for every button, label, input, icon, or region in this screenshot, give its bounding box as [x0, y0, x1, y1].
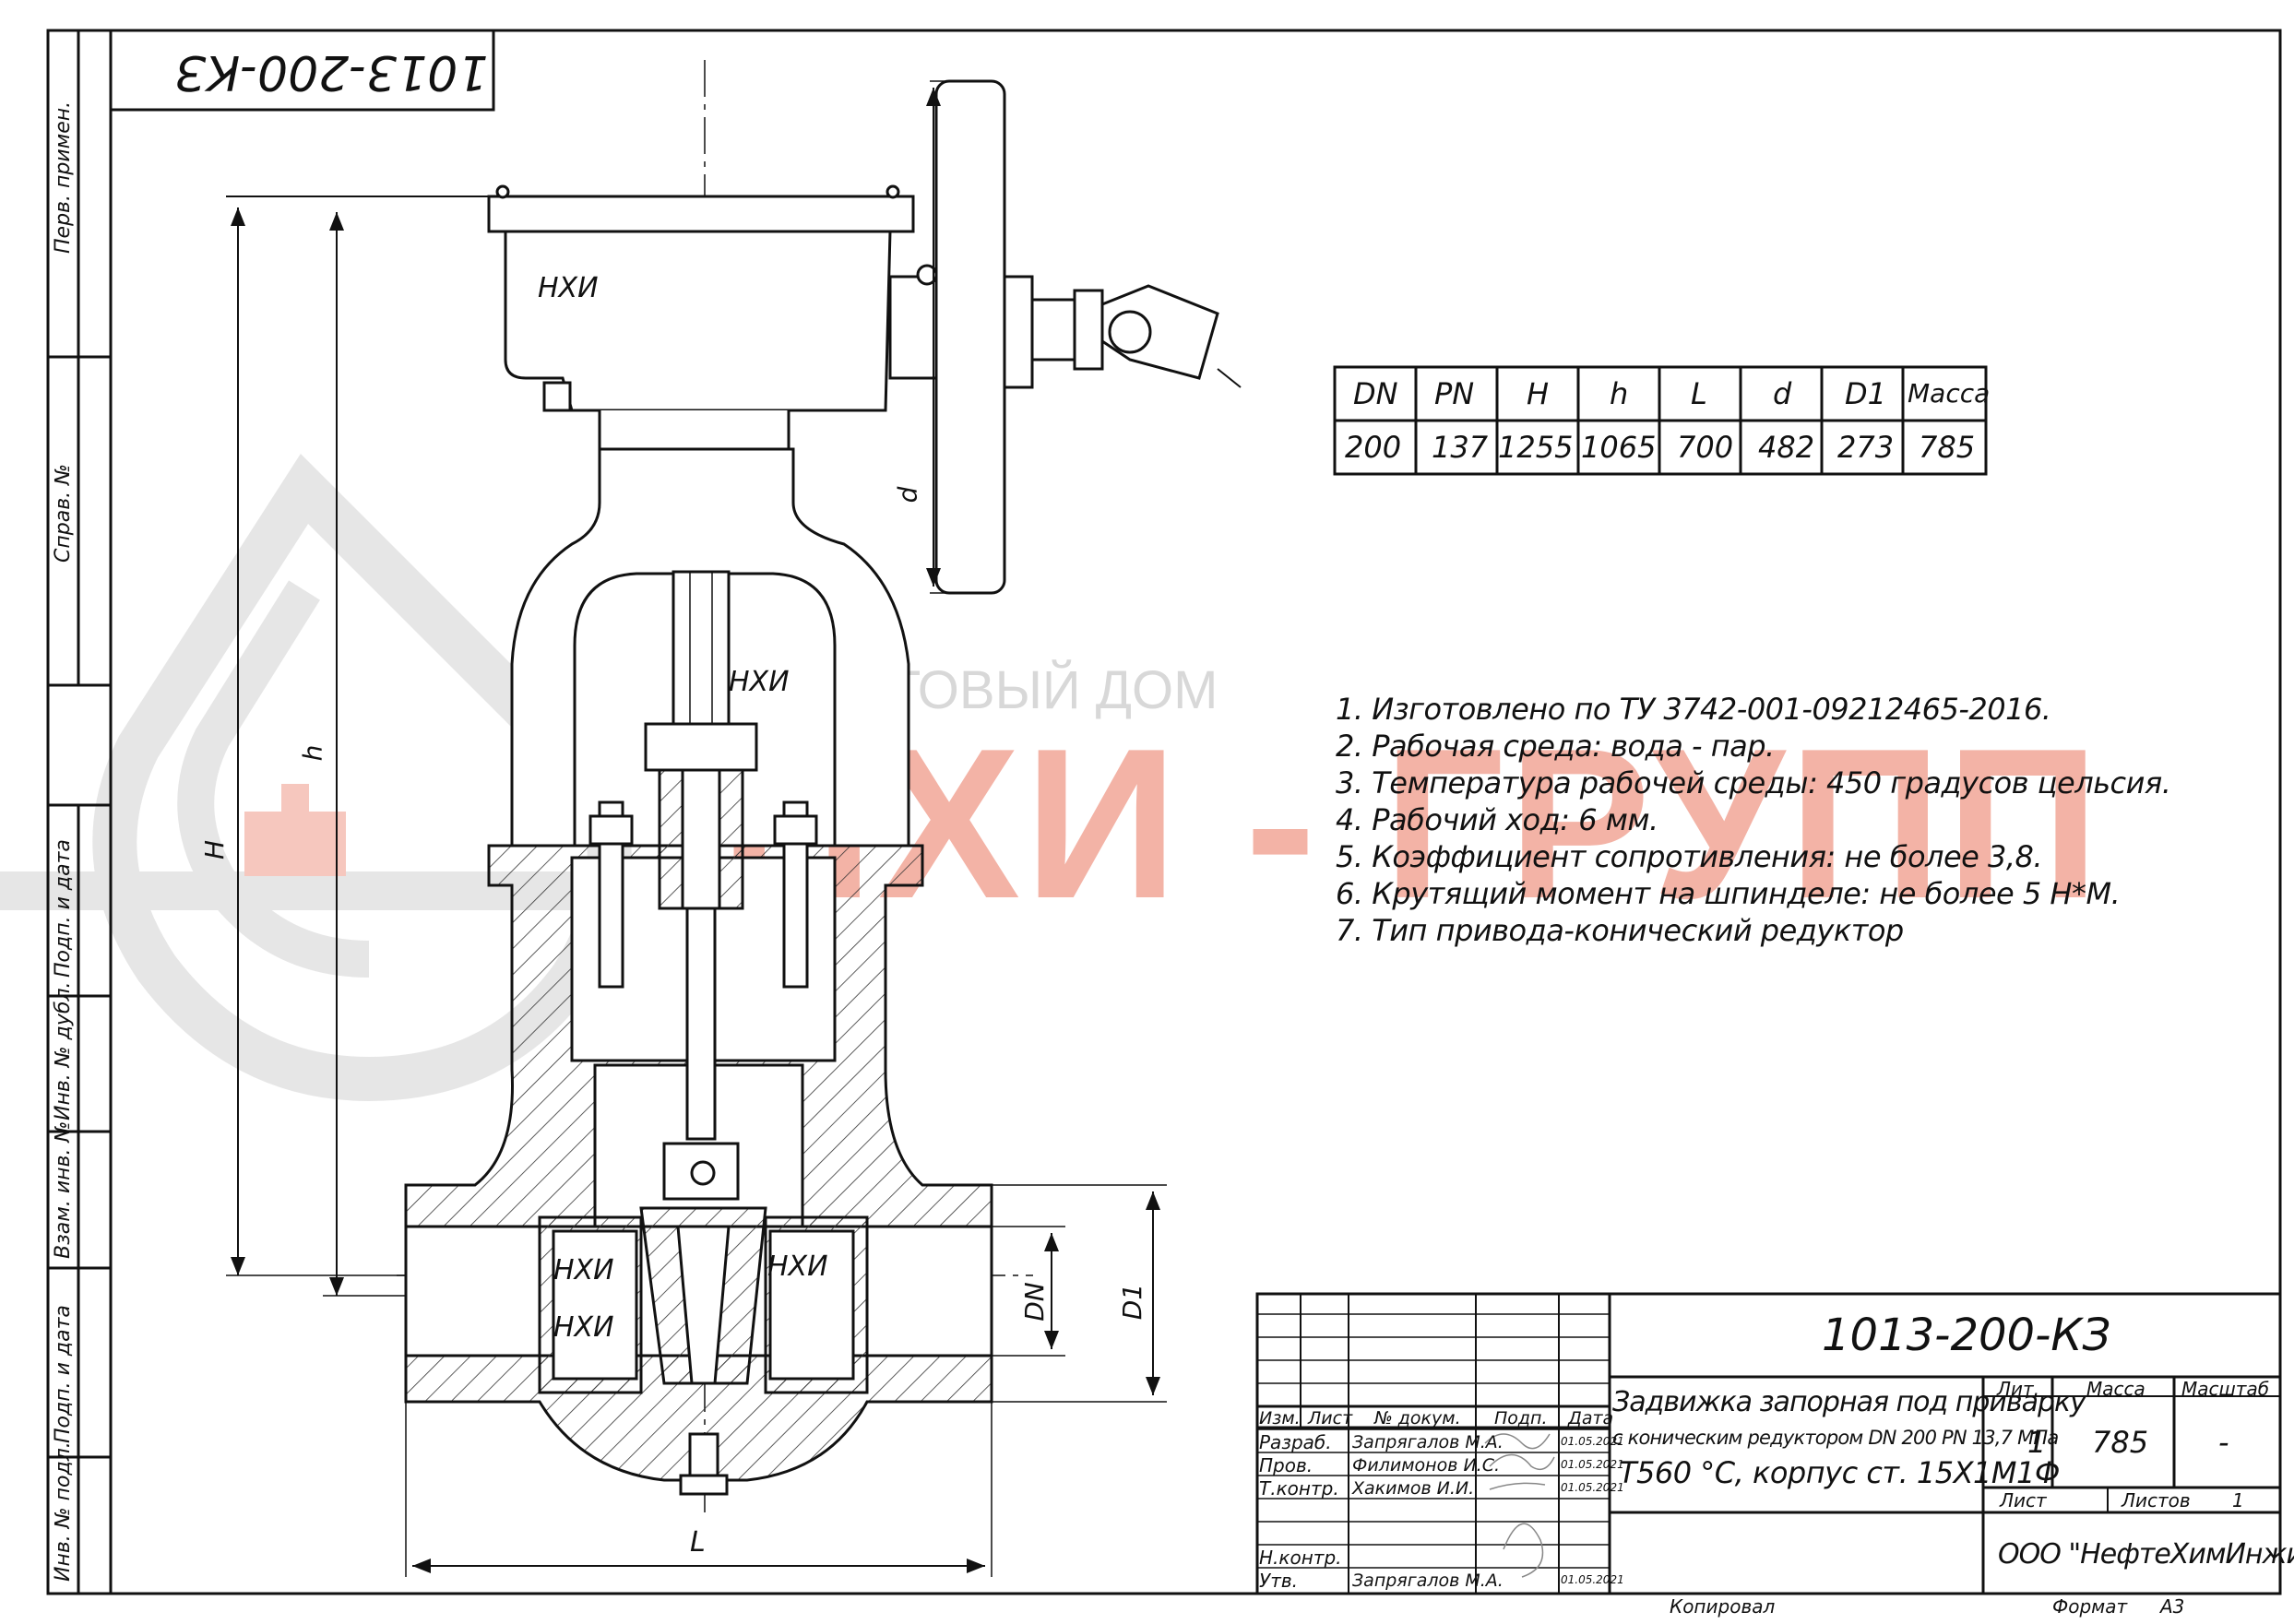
tb-lit-label: Лит. [1997, 1378, 2040, 1400]
mark-seat-left: НХИ [553, 1254, 614, 1286]
spec-table-grid [1333, 365, 1988, 476]
tb-date-utv: 01.05.2021 [1561, 1573, 1624, 1586]
spec-header-pn: PN [1434, 376, 1475, 411]
note-7: 7. Тип привода-конический редуктор [1336, 913, 1904, 948]
side-stamp-frame [46, 29, 113, 1595]
valve-body [404, 722, 993, 1496]
tb-role-nkontr: Н.контр. [1259, 1547, 1342, 1569]
spec-value-L: 700 [1677, 430, 1734, 465]
side-label-perv-primen: Перв. примен. [52, 101, 75, 254]
mark-yoke: НХИ [729, 666, 790, 698]
tb-name-prov: Филимонов И.С. [1352, 1455, 1500, 1476]
spec-value-mass: 785 [1919, 430, 1976, 465]
note-3: 3. Температура рабочей среды: 450 градус… [1336, 765, 2171, 800]
spec-value-h: 1065 [1581, 430, 1657, 465]
tb-header-data: Дата [1568, 1408, 1614, 1428]
tb-sheets-value: 1 [2232, 1489, 2244, 1511]
spec-value-d: 482 [1758, 430, 1815, 465]
spec-header-mass: Масса [1908, 378, 1991, 409]
tb-date-tkontr: 01.05.2021 [1561, 1481, 1624, 1494]
spec-value-dn: 200 [1345, 430, 1402, 465]
tb-header-izm: Изм. [1259, 1408, 1301, 1428]
note-4: 4. Рабочий ход: 6 мм. [1336, 802, 1658, 837]
tb-format-label: Формат [2052, 1595, 2128, 1618]
tb-date-prov: 01.05.2021 [1561, 1458, 1624, 1471]
dim-label-L: L [690, 1526, 706, 1559]
note-6: 6. Крутящий момент на шпинделе: не более… [1336, 876, 2121, 911]
mark-seat-right: НХИ [767, 1251, 828, 1283]
side-label-vzam-inv: Взам. инв. № [52, 1120, 75, 1259]
tb-lit-value: 1 [2027, 1425, 2047, 1460]
tb-sheets-label: Листов [2122, 1489, 2191, 1511]
dim-label-DN: DN [1018, 1282, 1050, 1322]
tb-header-ndoc: № докум. [1374, 1408, 1461, 1428]
mark-wedge: НХИ [553, 1311, 614, 1344]
spec-value-H: 1255 [1498, 430, 1574, 465]
dim-label-h: h [297, 744, 328, 762]
tb-name-razrab: Запрягалов М.А. [1352, 1432, 1504, 1452]
note-5: 5. Коэффициент сопротивления: не более 3… [1336, 839, 2043, 874]
tb-title-line-3: Т560 °С, корпус ст. 15Х1М1Ф [1619, 1455, 2060, 1490]
tb-role-tkontr: Т.контр. [1259, 1477, 1339, 1500]
side-label-sprav-no: Справ. № [52, 463, 75, 563]
tb-header-list: Лист [1308, 1408, 1353, 1428]
spec-header-H: H [1527, 376, 1550, 411]
tb-format-value: А3 [2160, 1595, 2185, 1618]
title-block-grid [1255, 1292, 2282, 1595]
tb-name-tkontr: Хакимов И.И. [1352, 1478, 1475, 1499]
tb-header-podp: Подп. [1494, 1408, 1548, 1428]
spec-header-L: L [1691, 376, 1707, 411]
yoke [510, 447, 910, 848]
signatures [1484, 1433, 1555, 1578]
spec-value-D1: 273 [1837, 430, 1895, 465]
tb-designation: 1013-200-КЗ [1822, 1310, 2111, 1361]
tb-role-utv: Утв. [1259, 1570, 1298, 1592]
tb-sheet-label: Лист [2000, 1489, 2047, 1511]
spec-header-d: d [1773, 376, 1792, 411]
watermark-main-text: НХИ - ГРУПП [719, 705, 2104, 943]
tb-date-razrab: 01.05.2021 [1561, 1435, 1624, 1448]
tb-role-prov: Пров. [1259, 1454, 1313, 1476]
tb-name-utv: Запрягалов М.А. [1352, 1571, 1504, 1591]
spec-header-dn: DN [1353, 376, 1398, 411]
tb-title-line-1: Задвижка запорная под приварку [1612, 1386, 2086, 1418]
tb-scale-value: - [2218, 1425, 2229, 1460]
dim-label-d: d [892, 486, 923, 504]
tb-copied-label: Копировал [1670, 1595, 1776, 1618]
spec-header-h: h [1610, 376, 1629, 411]
tb-mass-label: Масса [2086, 1378, 2145, 1400]
tb-mass-value: 785 [2092, 1425, 2149, 1460]
tb-role-razrab: Разраб. [1259, 1431, 1332, 1453]
dimensions [226, 80, 1167, 1577]
mark-gearbox: НХИ [538, 272, 599, 304]
note-2: 2. Рабочая среда: вода - пар. [1336, 729, 1775, 764]
dim-label-H: H [199, 839, 231, 860]
tb-scale-label: Масштаб [2181, 1378, 2270, 1400]
spec-value-pn: 137 [1432, 430, 1489, 465]
gearbox [487, 79, 1242, 595]
side-label-podp-data-1: Подп. и дата [52, 839, 75, 978]
side-label-podp-data-2: Подп. и дата [52, 1305, 75, 1443]
tb-company: ООО "НефтеХимИнжиниринг" [1998, 1538, 2294, 1571]
drawing-code-mirrored: 1013-200-КЗ [175, 44, 489, 100]
side-label-inv-podl: Инв. № подл. [52, 1441, 75, 1582]
dim-label-D1: D1 [1117, 1283, 1148, 1321]
note-1: 1. Изготовлено по ТУ 3742-001-09212465-2… [1336, 692, 2051, 727]
tb-title-line-2: с коническим редуктором DN 200 PN 13,7 М… [1612, 1427, 2059, 1449]
spec-header-D1: D1 [1845, 376, 1886, 411]
side-label-inv-dubl: Инв. № дубл. [52, 981, 75, 1120]
